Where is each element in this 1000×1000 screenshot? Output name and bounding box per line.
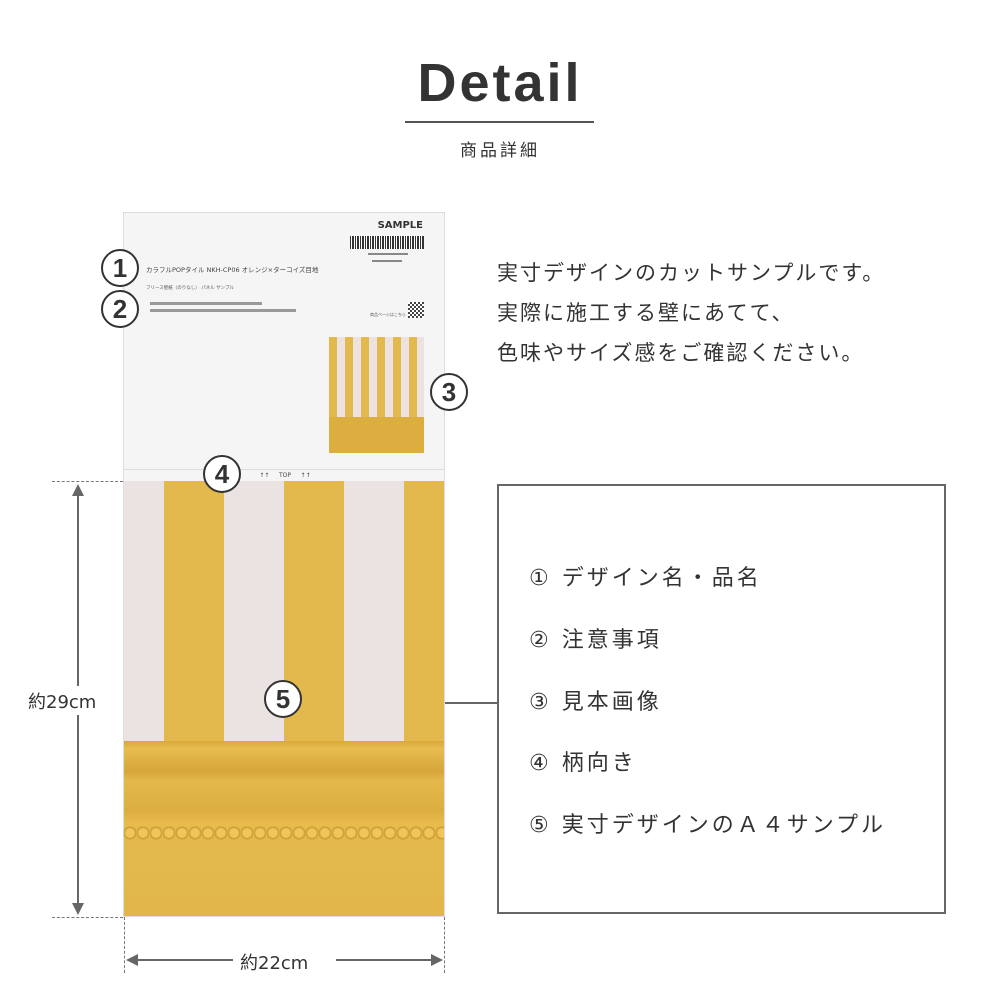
height-dimension-line	[77, 486, 79, 686]
sample-label: SAMPLE	[377, 220, 423, 231]
notice-line	[150, 302, 262, 305]
qr-text: 商品ページはこちら	[370, 312, 406, 317]
page-subtitle: 商品詳細	[460, 141, 540, 161]
width-label: 約22cm	[240, 953, 309, 974]
arrow-left-icon	[126, 954, 138, 966]
stripe	[124, 481, 164, 741]
description: 実寸デザインのカットサンプルです。 実際に施工する壁にあてて、 色味やサイズ感を…	[497, 253, 885, 373]
page-title: Detail	[417, 53, 583, 113]
marker-1: 1	[101, 249, 139, 287]
dim-guide	[444, 917, 445, 973]
dim-guide	[124, 917, 125, 973]
marker-3: 3	[430, 373, 468, 411]
stripe	[344, 481, 404, 741]
arrow-right-icon	[431, 954, 443, 966]
width-dimension-line	[336, 959, 441, 961]
connector-line	[445, 702, 497, 704]
barcode	[350, 236, 424, 249]
description-line: 実寸デザインのカットサンプルです。	[497, 261, 886, 285]
stripe	[164, 481, 224, 741]
product-type: フリース壁紙（のりなし） パネル サンプル	[146, 286, 234, 291]
sample-card: SAMPLE カラフルPOPタイル NKH-CP06 オレンジ×ターコイズ目地 …	[123, 212, 445, 917]
arrow-up-icon	[72, 484, 84, 496]
bead-row	[124, 826, 444, 840]
qr-code[interactable]	[408, 302, 424, 318]
legend-item: ④ 柄向き	[529, 751, 637, 776]
legend-item: ② 注意事項	[529, 628, 662, 653]
notice-line	[150, 309, 296, 312]
dim-guide	[52, 917, 123, 918]
legend-item: ⑤ 実寸デザインのＡ４サンプル	[529, 813, 887, 838]
marker-5: 5	[264, 680, 302, 718]
arrow-down-icon	[72, 903, 84, 915]
dim-guide	[52, 481, 123, 482]
marker-4: 4	[203, 455, 241, 493]
legend-box: ① デザイン名・品名 ② 注意事項 ③ 見本画像 ④ 柄向き ⑤ 実寸デザインの…	[497, 484, 946, 914]
legend-item: ① デザイン名・品名	[529, 566, 762, 591]
description-line: 色味やサイズ感をご確認ください。	[497, 341, 865, 365]
molding-pattern	[124, 741, 444, 916]
height-label: 約29cm	[28, 692, 97, 713]
preview-image	[329, 337, 424, 453]
legend-item: ③ 見本画像	[529, 690, 662, 715]
stripe	[404, 481, 444, 741]
height-dimension-line	[77, 715, 79, 913]
barcode-line	[372, 260, 402, 262]
description-line: 実際に施工する壁にあてて、	[497, 301, 795, 325]
width-dimension-line	[128, 959, 233, 961]
barcode-line	[368, 253, 408, 255]
title-underline	[405, 121, 594, 123]
top-direction-strip: ↑↑ TOP ↑↑	[124, 469, 444, 481]
product-name: カラフルPOPタイル NKH-CP06 オレンジ×ターコイズ目地	[146, 266, 319, 274]
marker-2: 2	[101, 290, 139, 328]
